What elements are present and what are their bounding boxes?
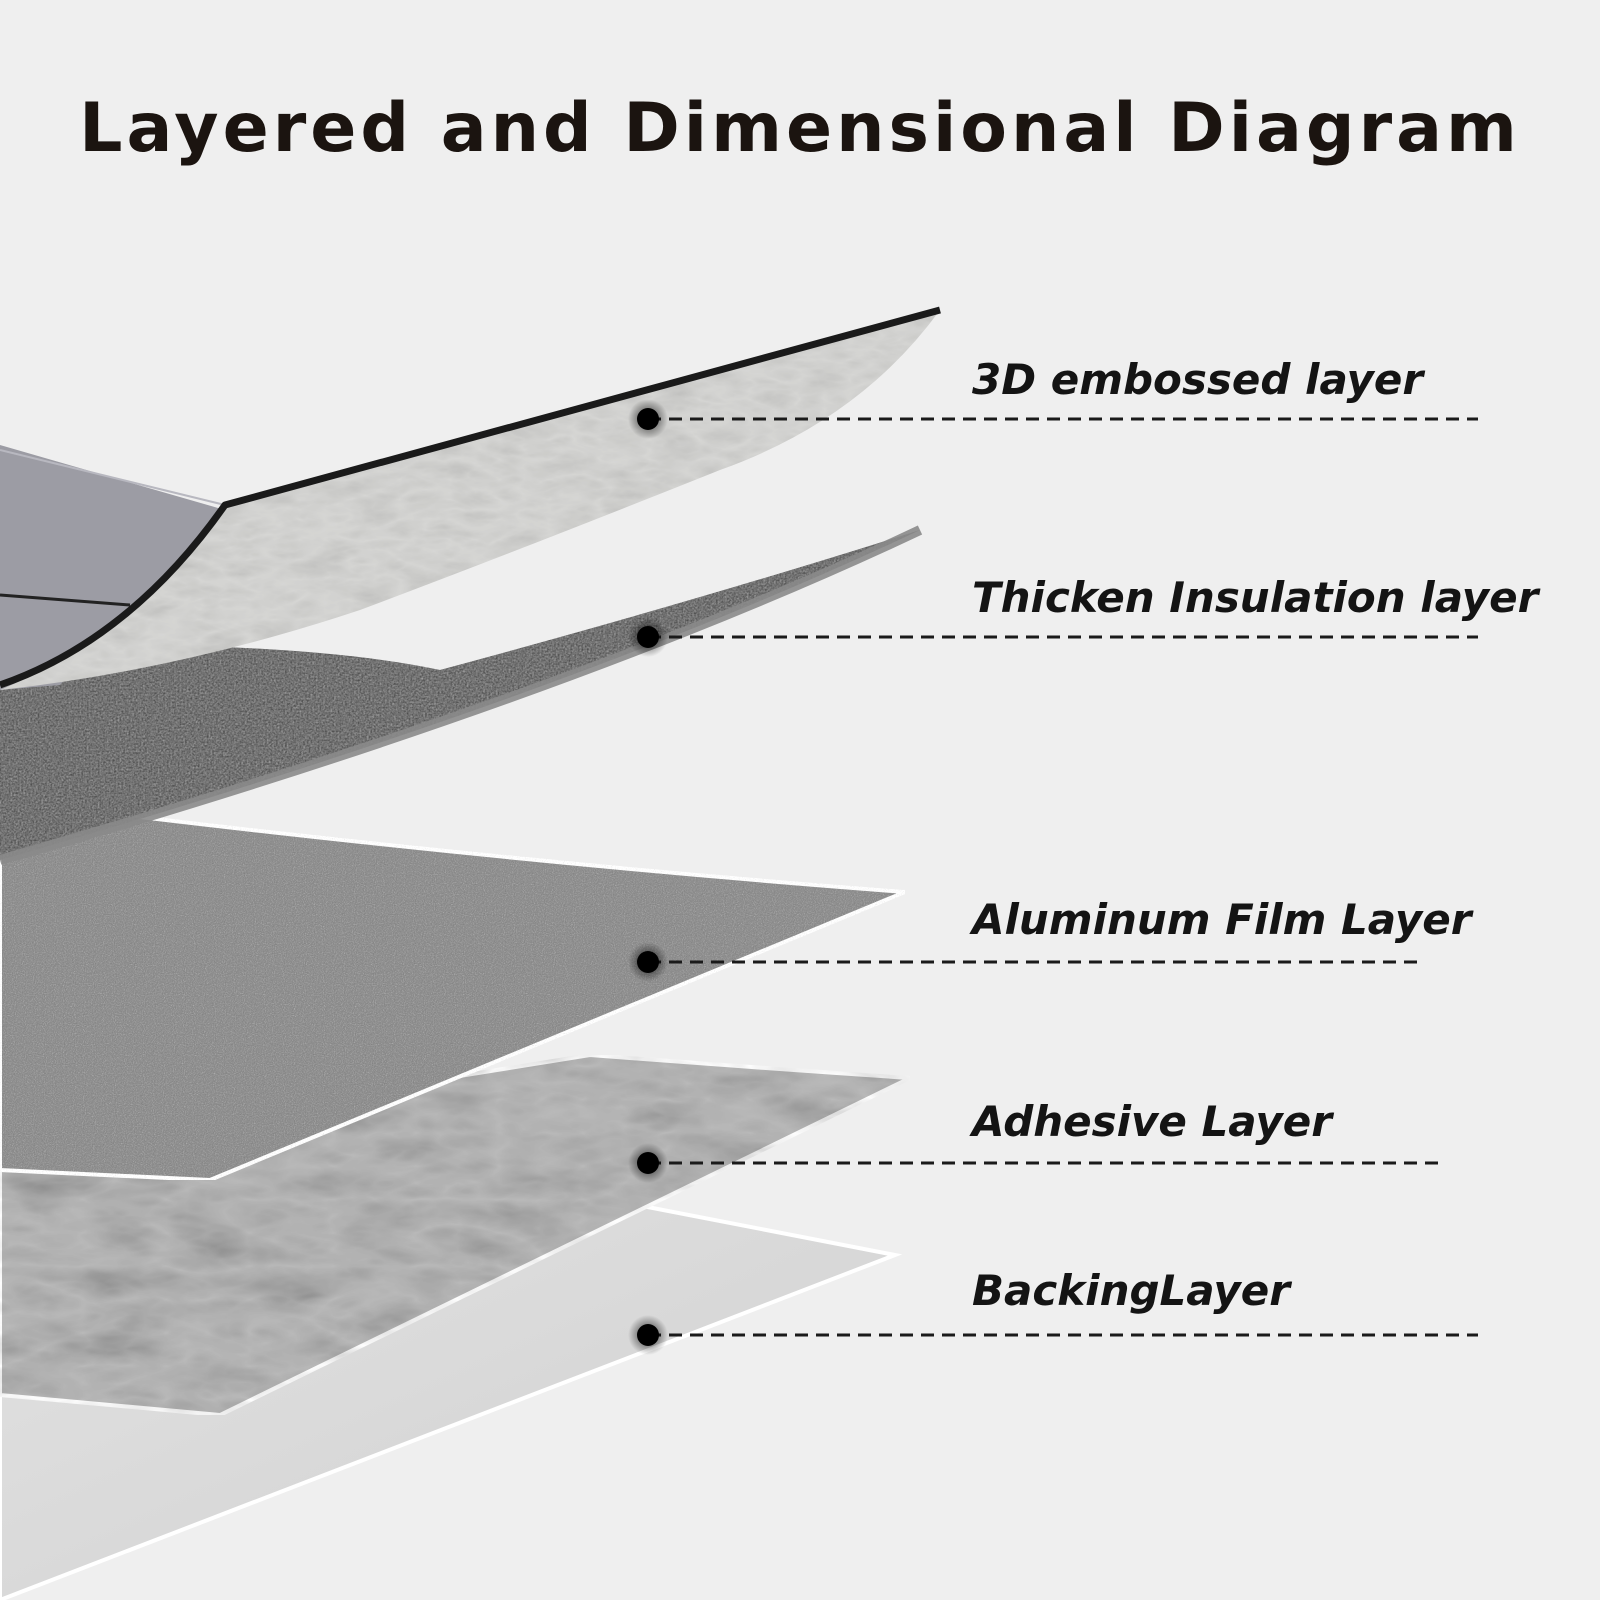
label-adhesive-layer: Adhesive Layer xyxy=(972,1097,1332,1146)
label-aluminum-layer: Aluminum Film Layer xyxy=(972,895,1472,944)
embossed-layer-sheet xyxy=(0,306,941,690)
insulation-layer-sheet xyxy=(0,525,923,865)
leader-backing xyxy=(628,1315,1478,1355)
label-backing-layer: BackingLayer xyxy=(972,1266,1290,1315)
leader-insulation xyxy=(628,617,1478,657)
leader-adhesive xyxy=(628,1143,1438,1183)
leader-aluminum xyxy=(628,942,1420,982)
diagram-title: Layered and Dimensional Diagram xyxy=(79,89,1521,168)
label-insulation-layer: Thicken Insulation layer xyxy=(972,573,1539,622)
leader-embossed xyxy=(628,399,1478,439)
label-embossed-layer: 3D embossed layer xyxy=(972,355,1424,404)
